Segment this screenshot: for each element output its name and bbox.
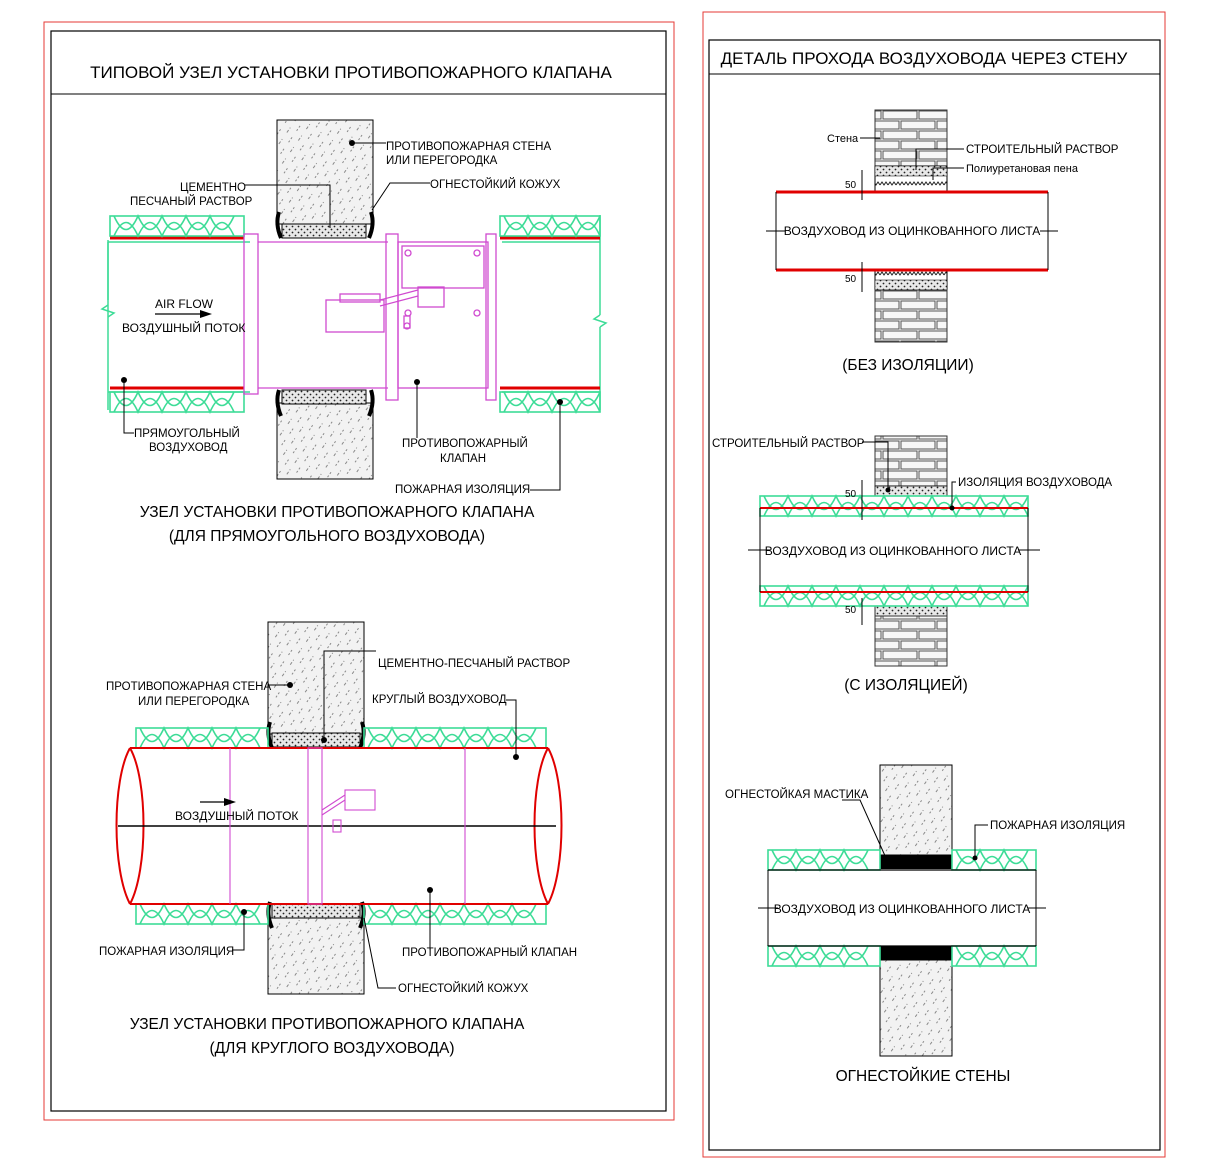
rect-casing-right-top [367, 211, 375, 239]
rect-duct-label-2: ВОЗДУХОВОД [149, 442, 228, 454]
rect-valve-body [243, 233, 497, 401]
fire-mastic-bottom [880, 946, 952, 960]
ins-dim-top: 50 [845, 489, 857, 500]
detail-no-insulation: Стена СТРОИТЕЛЬНЫЙ РАСТВОР Полиуретанова… [766, 109, 1119, 374]
round-duct-label: КРУГЛЫЙ ВОЗДУХОВОД [372, 693, 507, 706]
round-caption-2: (ДЛЯ КРУГЛОГО ВОЗДУХОВОДА) [209, 1040, 454, 1057]
no-ins-duct-label: ВОЗДУХОВОД ИЗ ОЦИНКОВАННОГО ЛИСТА [784, 224, 1041, 238]
left-sheet-outer-frame [43, 21, 675, 1121]
round-duct-body [115, 747, 563, 905]
right-sheet-title: ДЕТАЛЬ ПРОХОДА ВОЗДУХОВОДА ЧЕРЕЗ СТЕНУ [721, 49, 1128, 68]
rect-mortar-bottom [281, 389, 367, 405]
ins-duct-label: ВОЗДУХОВОД ИЗ ОЦИНКОВАННОГО ЛИСТА [765, 544, 1022, 558]
rect-casing-label: ОГНЕСТОЙКИЙ КОЖУХ [430, 178, 561, 191]
round-detail-labels: ЦЕМЕНТНО-ПЕСЧАНЫЙ РАСТВОР ПРОТИВОПОЖАРНА… [99, 650, 577, 1057]
rect-duct-detail [100, 119, 608, 480]
no-ins-mortar-label: СТРОИТЕЛЬНЫЙ РАСТВОР [966, 143, 1119, 156]
rect-mortar-label-1: ЦЕМЕНТНО [180, 182, 246, 194]
rect-fire-wall-bottom [276, 402, 374, 480]
fire-duct-label: ВОЗДУХОВОД ИЗ ОЦИНКОВАННОГО ЛИСТА [774, 902, 1031, 916]
rect-airflow-ru: ВОЗДУШНЫЙ ПОТОК [122, 320, 245, 335]
right-sheet-outer-frame [702, 11, 1166, 1158]
rect-caption-2: (ДЛЯ ПРЯМОУГОЛЬНОГО ВОЗДУХОВОДА) [169, 528, 485, 545]
fire-mastic-label: ОГНЕСТОЙКАЯ МАСТИКА [725, 788, 869, 801]
rect-fire-wall-top [276, 119, 374, 225]
fire-insulation-label: ПОЖАРНАЯ ИЗОЛЯЦИЯ [990, 820, 1125, 832]
rect-valve-label-1: ПРОТИВОПОЖАРНЫЙ [402, 437, 528, 450]
rect-insulation [109, 214, 601, 414]
rect-casing-left-top [275, 211, 283, 239]
ins-mortar-label: СТРОИТЕЛЬНЫЙ РАСТВОР [712, 437, 865, 450]
rect-mortar-label-2: ПЕСЧАНЫЙ РАСТВОР [130, 195, 253, 208]
rect-casing-left-bottom [275, 389, 283, 417]
rect-caption-1: УЗЕЛ УСТАНОВКИ ПРОТИВОПОЖАРНОГО КЛАПАНА [140, 504, 535, 521]
round-valve-label: ПРОТИВОПОЖАРНЫЙ КЛАПАН [402, 946, 577, 959]
round-insulation [135, 726, 547, 926]
fire-mastic-top [880, 855, 952, 869]
round-wall-label-1: ПРОТИВОПОЖАРНАЯ СТЕНА [106, 681, 271, 693]
round-mortar-label: ЦЕМЕНТНО-ПЕСЧАНЫЙ РАСТВОР [378, 657, 570, 670]
rect-airflow-en: AIR FLOW [155, 297, 214, 311]
rect-valve-label-2: КЛАПАН [440, 453, 486, 465]
round-valve-body [229, 747, 466, 905]
round-insulation-label: ПОЖАРНАЯ ИЗОЛЯЦИЯ [99, 946, 234, 958]
rect-duct-label-1: ПРЯМОУГОЛЬНЫЙ [134, 427, 240, 440]
rect-duct-outline [100, 215, 608, 410]
round-mortar-top [271, 732, 361, 748]
no-ins-caption: (БЕЗ ИЗОЛЯЦИИ) [842, 357, 974, 374]
round-caption-1: УЗЕЛ УСТАНОВКИ ПРОТИВОПОЖАРНОГО КЛАПАНА [130, 1016, 525, 1033]
round-casing-label: ОГНЕСТОЙКИЙ КОЖУХ [398, 982, 529, 995]
round-wall-label-2: ИЛИ ПЕРЕГОРОДКА [138, 696, 250, 708]
rect-mortar-top [281, 223, 367, 239]
round-duct-detail [115, 621, 563, 995]
right-sheet-inner-frame [708, 39, 1161, 1151]
rect-detail-labels: ПРОТИВОПОЖАРНАЯ СТЕНА ИЛИ ПЕРЕГОРОДКА ЦЕ… [121, 140, 563, 545]
round-mortar-bottom [271, 903, 361, 919]
rect-insulation-label: ПОЖАРНАЯ ИЗОЛЯЦИЯ [395, 484, 530, 496]
ins-insulation-label: ИЗОЛЯЦИЯ ВОЗДУХОВОДА [958, 477, 1112, 489]
no-ins-foam-label: Полиуретановая пена [966, 163, 1079, 175]
ins-dim-bottom: 50 [845, 605, 857, 616]
no-ins-wall-label: Стена [827, 133, 859, 145]
no-ins-dim-bottom: 50 [845, 274, 857, 285]
rect-casing-right-bottom [367, 389, 375, 417]
detail-with-insulation: СТРОИТЕЛЬНЫЙ РАСТВОР ИЗОЛЯЦИЯ ВОЗДУХОВОД… [712, 435, 1112, 694]
round-fire-wall-top [267, 621, 365, 735]
ins-caption: (С ИЗОЛЯЦИЕЙ) [844, 676, 968, 694]
rect-wall-label-2: ИЛИ ПЕРЕГОРОДКА [386, 155, 498, 167]
round-fire-wall-bottom [267, 917, 365, 995]
left-sheet-title: ТИПОВОЙ УЗЕЛ УСТАНОВКИ ПРОТИВОПОЖАРНОГО … [90, 63, 612, 82]
detail-fire-walls: ОГНЕСТОЙКАЯ МАСТИКА ПОЖАРНАЯ ИЗОЛЯЦИЯ ВО… [725, 764, 1125, 1085]
fire-caption: ОГНЕСТОЙКИЕ СТЕНЫ [836, 1067, 1011, 1085]
no-ins-dim-top: 50 [845, 180, 857, 191]
left-sheet-inner-frame [50, 30, 667, 1112]
rect-wall-label-1: ПРОТИВОПОЖАРНАЯ СТЕНА [386, 141, 551, 153]
round-airflow-ru: ВОЗДУШНЫЙ ПОТОК [175, 808, 298, 823]
